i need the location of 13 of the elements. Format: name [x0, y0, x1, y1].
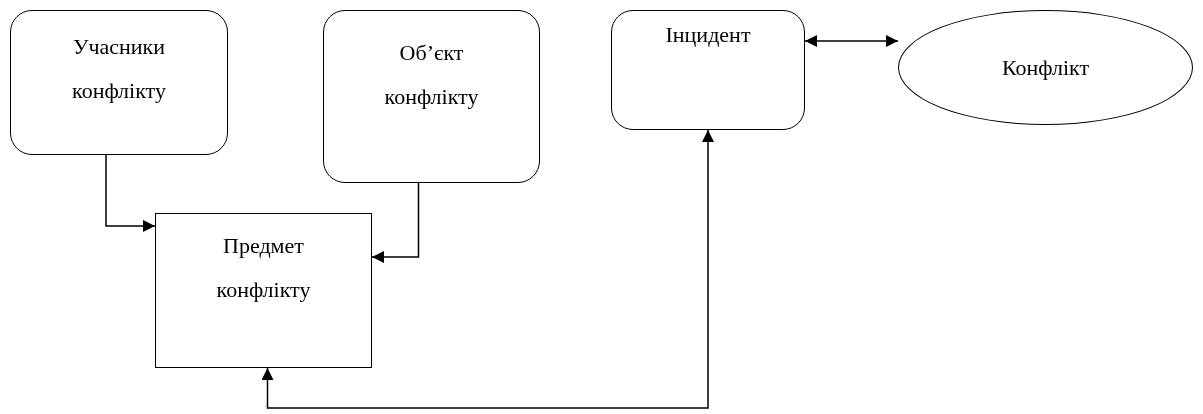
node-label: Об’єкт конфлікту	[383, 39, 480, 111]
rounded-box	[611, 10, 805, 130]
node-label: Конфлікт	[1001, 53, 1090, 82]
arrow	[804, 35, 899, 47]
rounded-box	[10, 10, 228, 155]
process-box	[155, 213, 372, 368]
arrow	[105, 154, 156, 232]
rounded-box	[323, 10, 540, 183]
node-label: Учасники конфлікту	[71, 33, 167, 105]
node-label: Предмет конфлікту	[215, 232, 312, 304]
node-label: Інцидент	[665, 21, 751, 49]
arrow	[261, 129, 714, 409]
arrow	[371, 182, 420, 263]
